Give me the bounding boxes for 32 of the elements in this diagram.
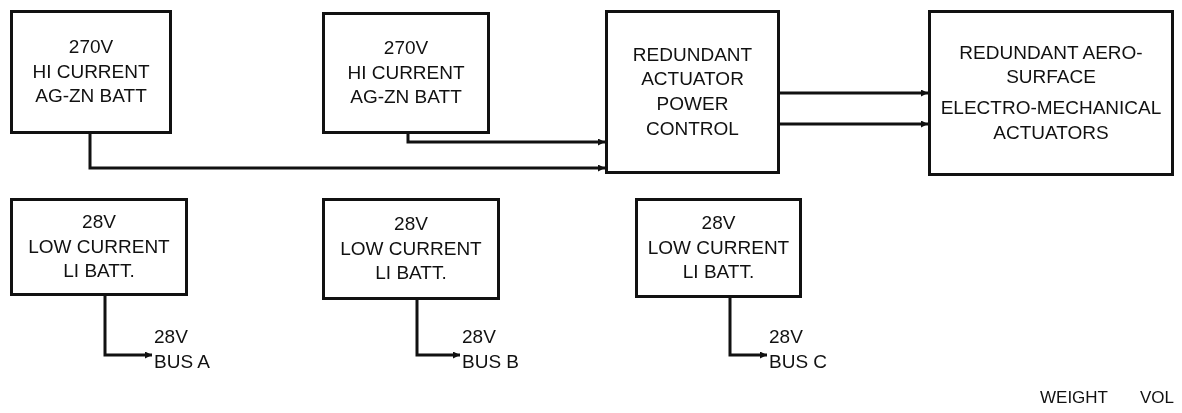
bus-label: 28V BUS A: [154, 325, 211, 374]
block-text: REDUNDANT ACTUATOR POWER CONTROL: [632, 42, 753, 141]
block-text: 28V: [81, 209, 117, 234]
block-box: [322, 12, 490, 134]
arrow: [88, 134, 605, 172]
block-text: LOW CURRENT LI BATT.: [27, 234, 171, 284]
block-box: [322, 198, 500, 300]
block-text: 28V: [700, 210, 737, 235]
block-text: 270V: [67, 34, 115, 59]
arrow: [415, 300, 460, 359]
block-text: HI CURRENT AG-ZN BATT: [31, 59, 151, 109]
column-heading: WEIGHT: [1040, 388, 1108, 408]
block-text: HI CURRENT AG-ZN BATT: [346, 60, 466, 110]
arrow: [780, 120, 928, 128]
arrow: [780, 89, 928, 97]
block-text: ELECTRO-MECHANICAL ACTUATORS: [939, 96, 1163, 145]
block-text: REDUNDANT AERO-SURFACE: [958, 40, 1144, 90]
bus-label: 28V BUS B: [462, 325, 521, 374]
block-box: [928, 10, 1174, 176]
arrow: [728, 298, 767, 359]
column-heading: VOL: [1140, 388, 1175, 408]
block-box: [10, 10, 172, 134]
arrow: [103, 296, 152, 359]
block-box: [10, 198, 188, 296]
arrow: [406, 134, 605, 146]
block-text: 28V: [393, 211, 429, 236]
block-box: [635, 198, 802, 298]
block-text: LOW CURRENT LI BATT.: [646, 235, 791, 285]
block-text: 270V: [382, 35, 430, 60]
bus-label: 28V BUS C: [769, 325, 829, 374]
block-text: LOW CURRENT LI BATT.: [339, 236, 483, 286]
block-box: [605, 10, 780, 174]
